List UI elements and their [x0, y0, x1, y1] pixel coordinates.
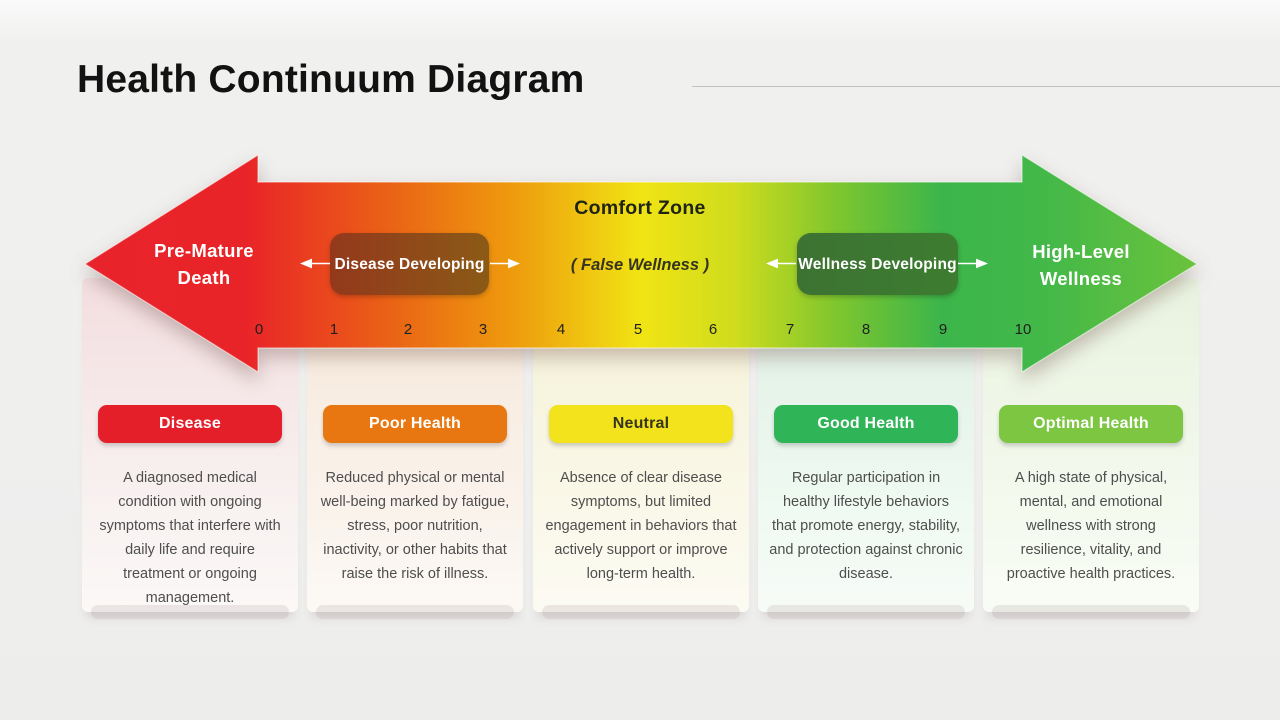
scale-tick-4: 4	[556, 321, 566, 338]
scale-tick-1: 1	[329, 321, 339, 338]
scale-tick-2: 2	[403, 321, 413, 338]
stage-badge: Good Health	[774, 405, 958, 443]
scale-tick-5: 5	[633, 321, 643, 338]
scale-tick-7: 7	[785, 321, 795, 338]
stage-badge: Disease	[98, 405, 282, 443]
comfort-zone-label: Comfort Zone	[574, 197, 706, 219]
title-divider	[692, 86, 1280, 87]
stage-description: Reduced physical or mental well-being ma…	[320, 470, 510, 582]
page-title: Health Continuum Diagram	[77, 58, 585, 101]
stage-description: A high state of physical, mental, and em…	[1006, 470, 1176, 582]
stage-badge: Optimal Health	[999, 405, 1183, 443]
arrow-left-icon	[766, 258, 796, 269]
scale-tick-6: 6	[708, 321, 718, 338]
stage-badge: Neutral	[549, 405, 733, 443]
arrow-left-icon	[300, 258, 330, 269]
scale-tick-9: 9	[938, 321, 948, 338]
scale-tick-10: 10	[1014, 321, 1032, 338]
scale-tick-3: 3	[478, 321, 488, 338]
stage-description: A diagnosed medical condition with ongoi…	[99, 470, 281, 606]
false-wellness-label: ( False Wellness )	[570, 256, 710, 274]
scale-tick-0: 0	[254, 321, 264, 338]
stage-description: Regular participation in healthy lifesty…	[769, 470, 963, 582]
stage-description: Absence of clear disease symptoms, but l…	[545, 470, 737, 582]
scale-tick-8: 8	[861, 321, 871, 338]
stage-badge: Poor Health	[323, 405, 507, 443]
arrow-right-icon	[490, 258, 520, 269]
arrow-right-icon	[958, 258, 988, 269]
